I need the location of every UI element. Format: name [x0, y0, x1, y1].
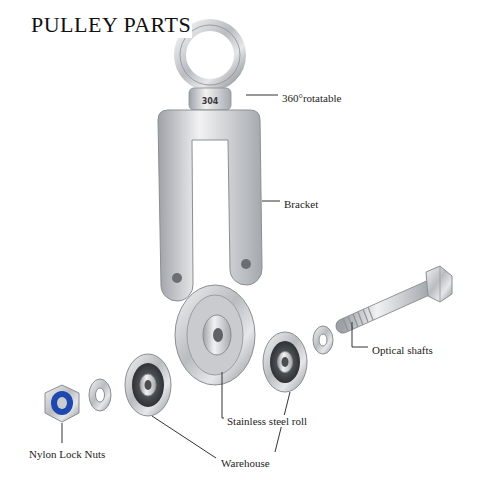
part-label: Optical shafts [371, 344, 434, 356]
part-label: Bracket [283, 198, 319, 210]
bracket [158, 110, 262, 301]
label-holder: 304 [201, 90, 220, 108]
label-holder: 360°rotatable [281, 88, 342, 106]
optical-shaft [343, 266, 452, 331]
label-holder: Optical shafts [371, 340, 434, 358]
diagram-title: PULLEY PARTS [30, 12, 192, 38]
engraving: 304 [201, 97, 220, 106]
label-holder: Stainless steel roll [226, 411, 308, 429]
label-holder: Warehouse [220, 453, 271, 471]
leader-line [352, 322, 368, 347]
stainless-steel-roll [175, 285, 255, 385]
part-label: 360°rotatable [281, 92, 342, 104]
washer [89, 379, 111, 411]
leader-line [262, 201, 280, 202]
title-holder: PULLEY PARTS [30, 12, 192, 38]
nylon-lock-nut [45, 385, 79, 422]
part-label: Nylon Lock Nuts [28, 448, 106, 460]
bearing [263, 332, 307, 392]
part-label: Warehouse [220, 457, 271, 469]
washer [313, 326, 333, 354]
leader-line [246, 95, 278, 96]
leader-line [152, 416, 216, 458]
bearing [125, 354, 171, 416]
label-holder: Nylon Lock Nuts [28, 444, 106, 462]
label-holder: Bracket [283, 194, 319, 212]
part-label: Stainless steel roll [226, 415, 308, 427]
leader-lines [62, 95, 368, 458]
leader-line [62, 423, 63, 443]
leader-line [222, 372, 224, 418]
